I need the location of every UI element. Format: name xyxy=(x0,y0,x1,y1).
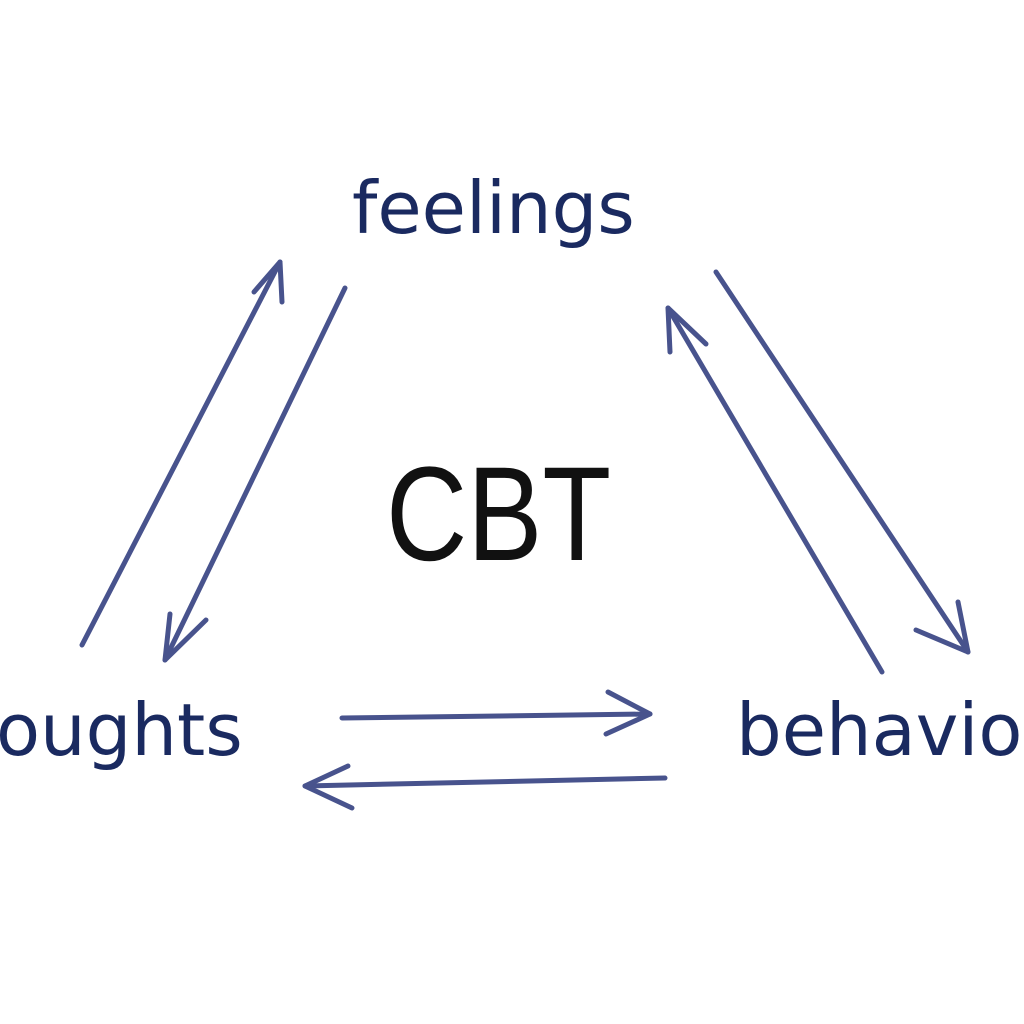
arrow-feelings-to-behavior xyxy=(713,269,971,655)
arrow-thoughts-to-feelings xyxy=(79,259,285,648)
arrow-thoughts-to-behavior xyxy=(339,689,653,737)
arrow-feelings-to-thoughts xyxy=(162,285,348,663)
arrow-behavior-to-thoughts xyxy=(302,763,668,811)
node-behavior: behavio xyxy=(736,688,1023,772)
arrow-behavior-to-feelings xyxy=(665,305,885,675)
node-feelings: feelings xyxy=(352,166,635,250)
node-thoughts: oughts xyxy=(0,688,243,772)
center-label: CBT xyxy=(386,440,612,589)
